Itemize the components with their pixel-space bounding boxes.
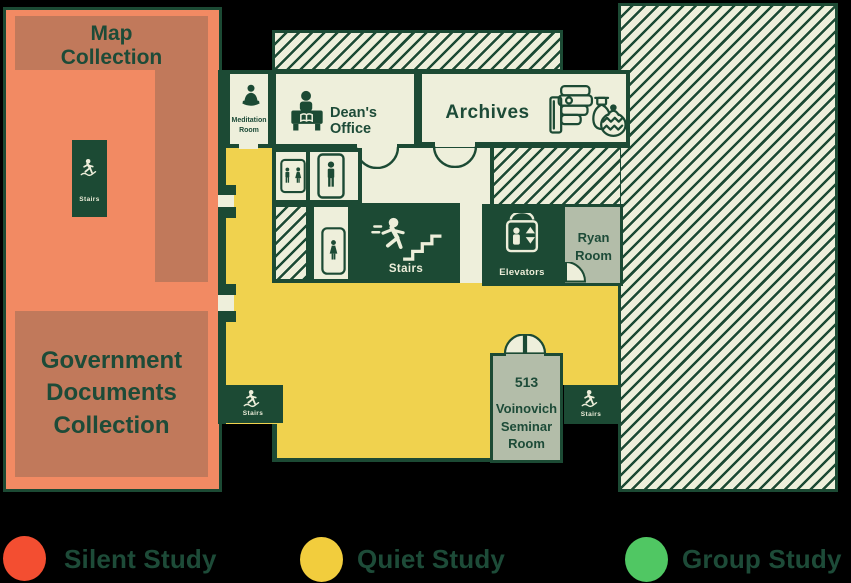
quiet-study-floor-main xyxy=(272,283,490,424)
deans-office-label: Dean's Office xyxy=(330,105,377,137)
legend-silent-dot xyxy=(3,536,46,581)
deans-office: Dean's Office xyxy=(272,70,418,148)
stairs-label: Stairs xyxy=(79,196,100,203)
legend-silent-label: Silent Study xyxy=(64,544,217,574)
elevators-box: Elevators xyxy=(482,204,562,286)
door-tab xyxy=(220,284,236,295)
stairs-box-west: Stairs xyxy=(72,140,107,217)
voinovich-door-arc-icon xyxy=(503,334,547,354)
stairs-label: Stairs xyxy=(242,410,264,417)
legend-group-dot xyxy=(625,537,668,582)
door-gap-deans xyxy=(357,142,397,148)
government-documents-label: Government Documents Collection xyxy=(40,347,183,439)
stairs-box-central: Stairs xyxy=(352,203,460,283)
ryan-door-arc-icon xyxy=(565,262,586,283)
stairs-run-icon xyxy=(580,389,602,408)
legend-quiet-dot xyxy=(300,537,343,582)
stairs-run-icon xyxy=(79,158,101,177)
stairs-run-icon xyxy=(371,217,442,261)
meditation-room-label: Meditation Room xyxy=(231,117,267,134)
ryan-room-label: Ryan Room xyxy=(575,230,612,263)
map-collection-area xyxy=(15,16,208,70)
hatched-cell xyxy=(272,203,310,283)
voinovich-door-gap xyxy=(506,353,544,357)
hatched-zone-right xyxy=(618,3,838,492)
voinovich-label: Voinovich Seminar Room xyxy=(495,401,558,452)
elevator-icon xyxy=(505,213,539,253)
restroom-women-cell xyxy=(310,203,352,283)
restroom-men-icon xyxy=(317,153,345,199)
stairs-label: Stairs xyxy=(388,263,424,275)
meditation-icon xyxy=(242,84,260,106)
archives-label: Archives xyxy=(445,102,530,123)
archives-books-icon xyxy=(549,85,627,137)
restroom-women-icon xyxy=(321,227,346,275)
hatched-zone-mid xyxy=(490,148,620,208)
stairs-label: Stairs xyxy=(580,411,602,418)
restroom-all-gender-icon xyxy=(280,158,306,194)
door-gap-archives xyxy=(435,141,475,147)
door-tab xyxy=(220,207,236,218)
archives-door-arc-icon xyxy=(433,146,477,168)
door-tab xyxy=(220,311,236,322)
voinovich-number: 513 xyxy=(514,374,539,390)
restroom-divider-wall xyxy=(306,148,310,204)
legend-group-label: Group Study xyxy=(682,544,842,574)
quiet-study-floor-south xyxy=(277,424,490,458)
door-gap-meditation xyxy=(239,143,258,149)
elevators-label: Elevators xyxy=(499,267,545,278)
map-collection-label: Map Collection xyxy=(60,22,163,70)
wall-south-left xyxy=(272,424,277,462)
voinovich-room: 513 Voinovich Seminar Room xyxy=(490,353,563,463)
government-documents-area xyxy=(15,311,208,477)
archives-room: Archives xyxy=(418,70,630,146)
desk-person-icon xyxy=(291,90,323,131)
stacks-strip xyxy=(155,70,208,282)
door-tab xyxy=(220,185,236,195)
legend-quiet-label: Quiet Study xyxy=(357,544,506,574)
hatched-zone-top xyxy=(272,30,563,72)
door-gap-west-2 xyxy=(218,295,234,311)
corridor-gap xyxy=(460,203,482,283)
stairs-box-southwest: Stairs xyxy=(223,385,283,423)
door-gap-west-1 xyxy=(218,195,234,207)
stairs-run-icon xyxy=(242,389,264,408)
stairs-box-southeast: Stairs xyxy=(564,385,618,424)
wall-south-bottom xyxy=(272,458,492,462)
meditation-room: Meditation Room xyxy=(226,70,272,148)
